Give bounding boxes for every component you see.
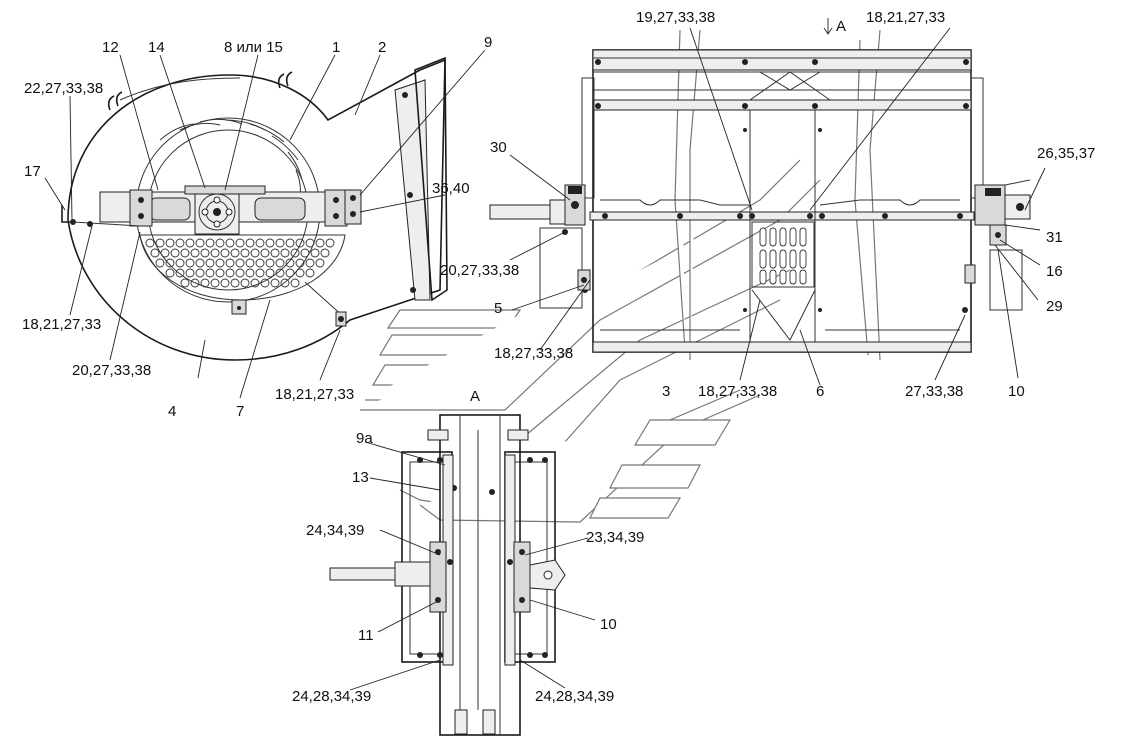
- label-22-27-33-38: 22,27,33,38: [24, 80, 103, 97]
- label-16: 16: [1046, 263, 1063, 280]
- label-18-21-27-33-bottom: 18,21,27,33: [275, 386, 354, 403]
- label-section-a-top: A: [836, 18, 846, 35]
- label-13: 13: [352, 469, 369, 486]
- label-26-35-37: 26,35,37: [1037, 145, 1095, 162]
- label-31: 31: [1046, 229, 1063, 246]
- label-24-34-39: 24,34,39: [306, 522, 364, 539]
- slot-grille: [751, 221, 815, 288]
- label-10-top: 10: [1008, 383, 1025, 400]
- label-10-bottom: 10: [600, 616, 617, 633]
- label-7: 7: [236, 403, 244, 420]
- label-27-33-38: 27,33,38: [905, 383, 963, 400]
- label-2: 2: [378, 39, 386, 56]
- label-1: 1: [332, 39, 340, 56]
- label-9: 9: [484, 34, 492, 51]
- label-4: 4: [168, 403, 176, 420]
- callout-labels: 12 14 8 или 15 1 2 9 22,27,33,38 17 36,4…: [22, 9, 1095, 705]
- label-24-28-34-39-right: 24,28,34,39: [535, 688, 614, 705]
- label-23-34-39: 23,34,39: [586, 529, 644, 546]
- label-11: 11: [358, 627, 374, 644]
- view-a: [329, 414, 566, 736]
- left-shaft: [489, 184, 591, 309]
- label-20-27-33-38-mid: 20,27,33,38: [440, 262, 519, 279]
- label-9a: 9a: [356, 430, 373, 447]
- label-12: 12: [102, 39, 119, 56]
- label-24-28-34-39-left: 24,28,34,39: [292, 688, 371, 705]
- label-17: 17: [24, 163, 41, 180]
- label-20-27-33-38-left: 20,27,33,38: [72, 362, 151, 379]
- label-18-27-33-38-mid: 18,27,33,38: [494, 345, 573, 362]
- fan-housing-side-view: [61, 56, 448, 361]
- label-8-or-15: 8 или 15: [224, 39, 283, 56]
- label-29: 29: [1046, 298, 1063, 315]
- label-18-27-33-38-right: 18,27,33,38: [698, 383, 777, 400]
- label-18-21-27-33-left: 18,21,27,33: [22, 316, 101, 333]
- label-3: 3: [662, 383, 670, 400]
- leader-lines: [44, 27, 1046, 691]
- label-18-21-27-33-top: 18,21,27,33: [866, 9, 945, 26]
- label-14: 14: [148, 39, 165, 56]
- label-section-a-view: A: [470, 388, 480, 405]
- label-30: 30: [490, 139, 507, 156]
- grille-holes: [145, 238, 335, 288]
- label-19-27-33-38: 19,27,33,38: [636, 9, 715, 26]
- main-body-front-view: [489, 18, 1031, 353]
- right-shaft: [964, 179, 1031, 311]
- label-5: 5: [494, 300, 502, 317]
- label-6: 6: [816, 383, 824, 400]
- label-36-40: 36,40: [432, 180, 470, 197]
